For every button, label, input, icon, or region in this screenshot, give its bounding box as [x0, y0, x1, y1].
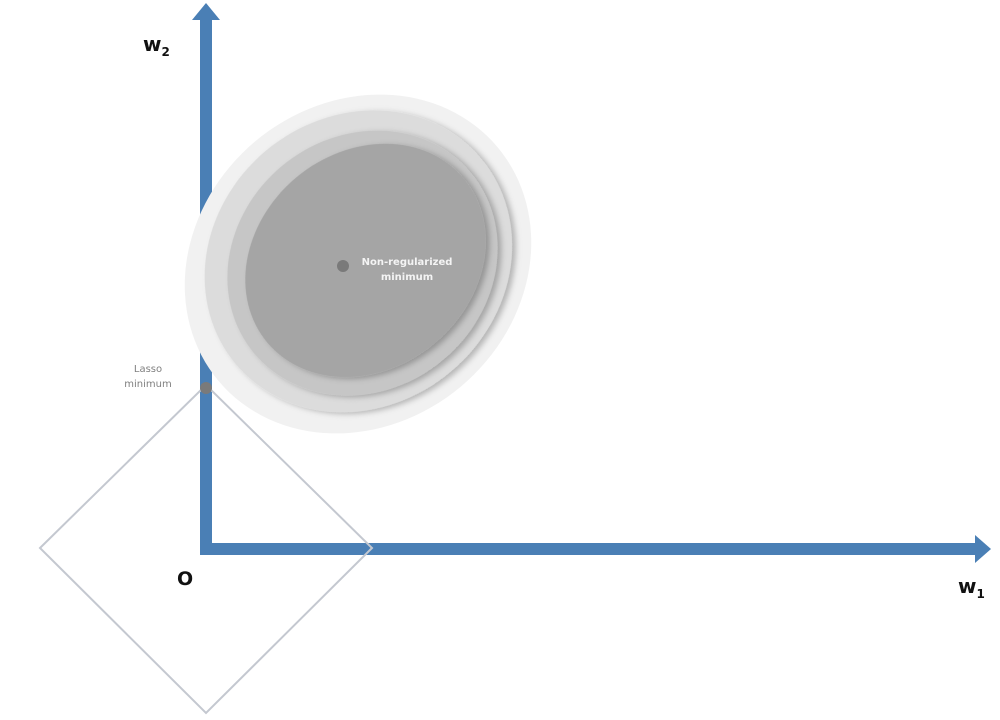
lasso-minimum-label: Lasso minimum: [112, 362, 184, 392]
contour-inner: [245, 143, 486, 378]
lasso-minimum-point: [200, 382, 212, 394]
w2-label-base: w: [143, 32, 162, 56]
w1-axis-label: w1: [958, 574, 985, 601]
origin-label: O: [177, 568, 194, 590]
w1-label-base: w: [958, 574, 977, 598]
l1-constraint-diamond: [38, 383, 374, 715]
nonregularized-minimum-point: [337, 260, 349, 272]
nonregularized-minimum-label: Non-regularized minimum: [352, 255, 462, 285]
w2-label-sub: 2: [161, 45, 170, 59]
w1-label-sub: 1: [976, 587, 985, 601]
w2-axis-label: w2: [143, 32, 170, 59]
w1-axis-arrow: [200, 535, 991, 563]
lasso-label-line1: Lasso: [133, 364, 163, 375]
lasso-label-line2: minimum: [124, 379, 172, 390]
nonreg-label-line1: Non-regularized: [361, 257, 453, 268]
nonreg-label-line2: minimum: [380, 272, 434, 283]
